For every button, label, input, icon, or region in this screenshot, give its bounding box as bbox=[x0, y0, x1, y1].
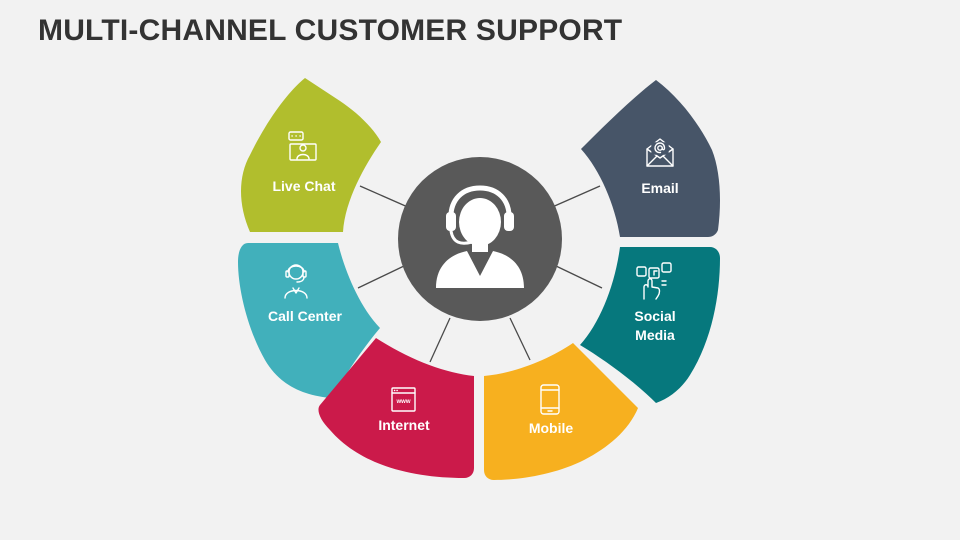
segment-email[interactable]: Email bbox=[581, 80, 720, 237]
live-chat-icon bbox=[288, 131, 317, 161]
customer-support-agent-icon bbox=[436, 185, 524, 288]
connector-line-live-chat bbox=[359, 185, 411, 209]
segment-label-live-chat: Live Chat bbox=[272, 178, 335, 194]
social-media-icon bbox=[636, 262, 672, 300]
segment-label-social-media-line1: Social bbox=[634, 308, 675, 324]
segment-label-email: Email bbox=[641, 180, 678, 196]
call-center-icon bbox=[284, 264, 308, 299]
center-hub bbox=[398, 157, 562, 321]
segment-email-shape bbox=[581, 80, 720, 237]
segment-label-mobile: Mobile bbox=[529, 420, 574, 436]
segment-social-media-shape bbox=[580, 247, 720, 403]
segment-label-call-center: Call Center bbox=[268, 308, 342, 324]
connector-line-call-center bbox=[357, 265, 405, 289]
email-icon bbox=[646, 138, 674, 167]
segment-social-media[interactable]: Social Media bbox=[580, 247, 720, 403]
connector-line-internet bbox=[429, 317, 451, 363]
segment-live-chat[interactable]: Live Chat bbox=[241, 78, 381, 232]
internet-icon: www bbox=[391, 387, 416, 412]
connector-lines bbox=[357, 185, 603, 363]
mobile-icon bbox=[540, 384, 560, 415]
segment-call-center-shape bbox=[238, 243, 380, 398]
segment-mobile-shape bbox=[484, 343, 638, 480]
segment-live-chat-shape bbox=[241, 78, 381, 232]
connector-line-social-media bbox=[555, 265, 603, 289]
connector-line-email bbox=[549, 185, 601, 209]
segment-label-internet: Internet bbox=[378, 417, 430, 433]
segment-label-social-media-line2: Media bbox=[635, 327, 675, 343]
page-title: MULTI-CHANNEL CUSTOMER SUPPORT bbox=[38, 14, 623, 47]
segment-internet-shape bbox=[318, 338, 474, 478]
segment-call-center[interactable]: Call Center bbox=[238, 243, 380, 398]
connector-line-mobile bbox=[509, 317, 531, 361]
svg-text:www: www bbox=[395, 399, 410, 405]
segment-mobile[interactable]: Mobile bbox=[484, 343, 638, 480]
segment-internet[interactable]: www Internet bbox=[318, 338, 474, 478]
